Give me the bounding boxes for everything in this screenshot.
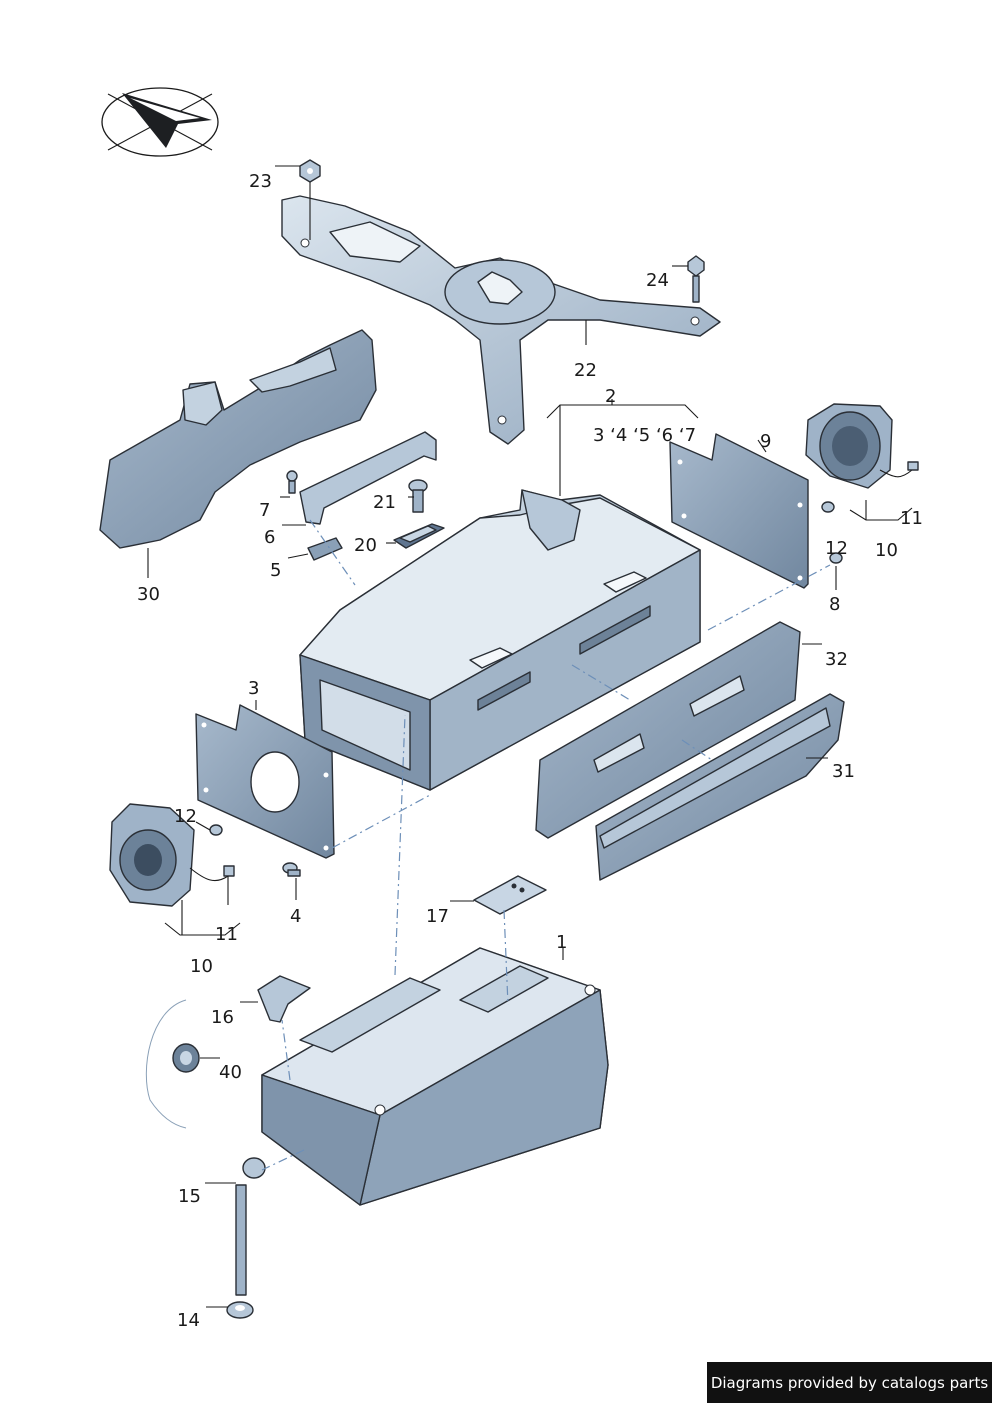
callout-3: 3 xyxy=(248,678,259,699)
callout-32: 32 xyxy=(825,649,848,670)
part-40-plug xyxy=(145,999,200,1129)
part-22-cross-bracket xyxy=(281,195,721,445)
part-31-lower-cover xyxy=(595,693,845,881)
callout-2: 2 xyxy=(605,386,616,407)
part-23-nut xyxy=(299,159,321,240)
part-32-side-panel xyxy=(535,621,801,839)
callout-4: 4 xyxy=(290,906,301,927)
part-15-bolt xyxy=(235,1157,266,1296)
callout-22: 22 xyxy=(574,360,597,381)
part-7-screw xyxy=(286,470,298,494)
callout-16: 16 xyxy=(211,1007,234,1028)
callout-11-right: 11 xyxy=(900,508,923,529)
callout-labels: 23 24 22 2 3 ‘4 ‘5 ‘6 ‘7 9 11 10 12 8 32… xyxy=(137,171,923,1331)
callout-8: 8 xyxy=(829,594,840,615)
part-16-cover xyxy=(257,975,311,1023)
part-24-bolt xyxy=(687,255,705,303)
callout-12-left: 12 xyxy=(174,806,197,827)
callout-21: 21 xyxy=(373,492,396,513)
callout-30: 30 xyxy=(137,584,160,605)
callout-40: 40 xyxy=(219,1062,242,1083)
callout-14: 14 xyxy=(177,1310,200,1331)
callout-5: 5 xyxy=(270,560,281,581)
callout-15: 15 xyxy=(178,1186,201,1207)
callout-20: 20 xyxy=(354,535,377,556)
callout-6: 6 xyxy=(264,527,275,548)
assembly-lines xyxy=(261,519,831,1171)
part-9-plate-right xyxy=(669,433,809,589)
callout-12-right: 12 xyxy=(825,538,848,559)
leader-lines xyxy=(147,165,913,1308)
part-12-screw-left xyxy=(209,824,223,836)
callout-11-left: 11 xyxy=(215,924,238,945)
orientation-arrow-icon xyxy=(101,87,219,157)
callout-7: 7 xyxy=(259,500,270,521)
callout-10-left: 10 xyxy=(190,956,213,977)
part-20-clip xyxy=(393,523,445,549)
callout-10-right: 10 xyxy=(875,540,898,561)
part-4-screw xyxy=(282,862,301,877)
part-30-left-cover xyxy=(99,329,377,549)
callout-23: 23 xyxy=(249,171,272,192)
part-12-screw-right xyxy=(821,501,843,564)
callout-3-7: 3 ‘4 ‘5 ‘6 ‘7 xyxy=(593,425,696,446)
callout-9: 9 xyxy=(760,431,771,452)
part-10-fan-right xyxy=(805,403,919,489)
part-3-plate-left xyxy=(195,704,335,859)
credit-banner: Diagrams provided by catalogs parts xyxy=(707,1362,992,1403)
part-1-control-unit xyxy=(261,947,609,1206)
part-21-bolt xyxy=(408,479,428,513)
callout-31: 31 xyxy=(832,761,855,782)
part-17-label xyxy=(473,875,547,915)
callout-17: 17 xyxy=(426,906,449,927)
callout-1: 1 xyxy=(556,932,567,953)
part-6-bracket xyxy=(299,431,437,525)
part-5-clip xyxy=(307,537,343,561)
part-14-nut xyxy=(226,1301,254,1319)
part-2-housing xyxy=(299,489,701,791)
part-10-fan-left xyxy=(109,803,235,907)
callout-24: 24 xyxy=(646,270,669,291)
